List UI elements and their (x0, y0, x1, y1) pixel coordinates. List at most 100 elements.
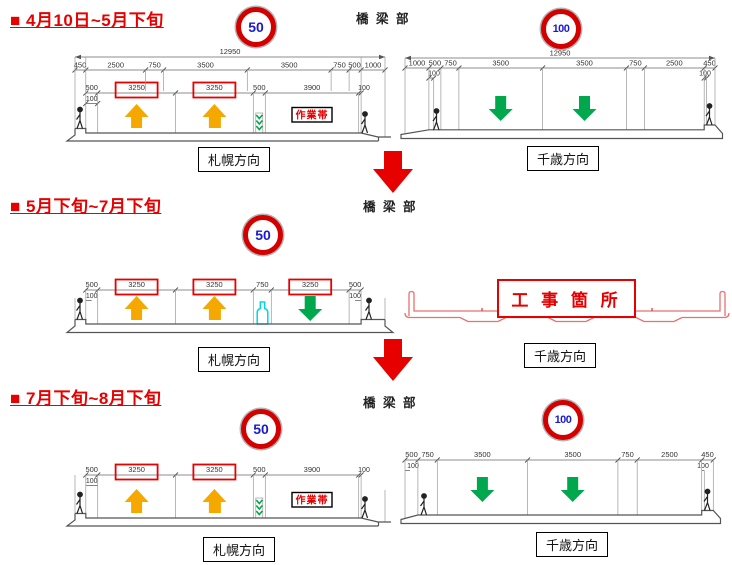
dim-label: 500 (253, 83, 266, 92)
worker-icon (361, 111, 369, 134)
dim-label: 2500 (666, 59, 683, 68)
dim-label: 1000 (365, 61, 382, 70)
speed-value: 50 (248, 19, 264, 35)
dim-label: 450 (703, 59, 716, 68)
dim-label: 750 (621, 450, 634, 459)
dimension-lines: 12950 1000 500 750 3500 3500 750 2500 45… (402, 49, 718, 133)
dim-label: 500 (85, 83, 98, 92)
dim-label: 100 (428, 71, 440, 78)
dim-label: 3250 (302, 280, 319, 289)
dim-label: 500 (85, 280, 98, 289)
lane-arrow-up (202, 489, 227, 513)
dim-label: 100 (86, 293, 98, 300)
dim-label: 500 (429, 59, 442, 68)
lane-edge-chevron-marker (255, 112, 264, 134)
dim-label: 3500 (197, 61, 214, 70)
dim-label: 3250 (206, 465, 223, 474)
dim-label: 100 (358, 467, 370, 474)
phase2-bridge-section-label: 橋 梁 部 (363, 200, 418, 214)
direction-label-chitose: 千歳方向 (536, 532, 609, 557)
worker-icon (365, 297, 373, 320)
lane-width-highlight-box (114, 278, 159, 296)
work-band-label: 作業帯 (291, 106, 333, 123)
speed-value: 100 (552, 23, 570, 35)
dim-label: 750 (256, 280, 269, 289)
lane-width-highlight-box (192, 463, 237, 481)
speed-limit-100-sign-phase1: 100 (541, 9, 581, 49)
dim-label: 3500 (564, 450, 581, 459)
dim-label: 3250 (206, 83, 223, 92)
dim-label: 750 (629, 59, 642, 68)
dimension-lines: 12950 450 2500 750 3500 3500 750 500 100… (72, 47, 388, 137)
deck-outline (65, 127, 391, 142)
speed-value: 100 (554, 414, 572, 426)
dim-label: 500 (253, 465, 266, 474)
dim-label: 500 (349, 280, 362, 289)
lane-width-highlight-box (288, 278, 333, 296)
phase3-chitose-cross-section: 500 750 3500 3500 750 2500 450 100 100 (400, 450, 722, 525)
dim-label: 3250 (128, 83, 145, 92)
worker-icon (432, 108, 440, 131)
dim-label: 3900 (304, 465, 321, 474)
dim-label: 100 (697, 463, 709, 470)
speed-value: 50 (253, 421, 269, 437)
dim-label: 750 (421, 450, 434, 459)
dim-label: 2500 (661, 450, 678, 459)
dimension-lines: 500 3250 3250 750 3250 500 100 100 (74, 278, 386, 324)
transition-arrow-1 (373, 151, 413, 193)
speed-value: 50 (255, 227, 271, 243)
worker-icon (361, 496, 369, 519)
worker-icon (703, 488, 711, 511)
speed-limit-100-sign-phase3: 100 (543, 400, 583, 440)
speed-limit-50-sign-phase3: 50 (241, 409, 281, 449)
dim-label: 100 (358, 85, 370, 92)
phase3-bridge-section-label: 橋 梁 部 (363, 396, 418, 410)
dim-label: 3500 (281, 61, 298, 70)
dim-label: 750 (333, 61, 346, 70)
speed-limit-50-sign-phase1: 50 (236, 7, 276, 47)
phase1-chitose-cross-section: 12950 1000 500 750 3500 3500 750 2500 45… (400, 49, 724, 140)
deck-outline (400, 124, 724, 140)
phase2-sapporo-cross-section: 500 3250 3250 750 3250 500 100 100 (65, 278, 395, 334)
deck-outline (65, 512, 391, 527)
lane-width-highlight-box (114, 81, 159, 99)
dim-label: 100 (86, 96, 98, 103)
direction-label-sapporo: 札幌方向 (198, 347, 271, 372)
direction-label-chitose: 千歳方向 (527, 146, 600, 171)
dim-label: 750 (148, 61, 161, 70)
phase3-sapporo-cross-section: 500 3250 3250 500 3900 100 100 作業帯 (65, 463, 391, 527)
dim-label: 500 (405, 450, 418, 459)
lane-arrow-down (488, 96, 513, 121)
dim-label: 500 (85, 465, 98, 474)
lane-arrow-up (202, 296, 227, 320)
dim-label: 100 (407, 463, 419, 470)
transition-arrow-2 (373, 339, 413, 381)
worker-icon (76, 106, 84, 129)
lane-arrow-down (572, 96, 597, 121)
dim-label: 12950 (550, 49, 571, 58)
dim-label: 3250 (128, 280, 145, 289)
lane-width-highlight-box (192, 278, 237, 296)
lane-width-highlight-box (114, 463, 159, 481)
dim-label: 100 (349, 293, 361, 300)
lane-arrow-down (560, 477, 585, 502)
lane-arrow-up (124, 489, 149, 513)
dim-label: 3500 (474, 450, 491, 459)
phase1-sapporo-cross-section: 12950 450 2500 750 3500 3500 750 500 100… (65, 47, 391, 142)
phase3-title: ■ 7月下旬~8月下旬 (10, 389, 162, 408)
construction-site-label: 工 事 箇 所 (497, 279, 636, 318)
svg-text:作業帯: 作業帯 (296, 494, 329, 507)
dim-label: 100 (86, 478, 98, 485)
dim-label: 3500 (492, 59, 509, 68)
direction-label-sapporo: 札幌方向 (198, 147, 271, 172)
dim-label: 750 (444, 59, 457, 68)
dim-label: 3250 (206, 280, 223, 289)
phase1-bridge-section-label: 橋 梁 部 (356, 12, 411, 26)
deck-outline (400, 509, 722, 525)
worker-icon (76, 297, 84, 320)
dim-label: 3500 (576, 59, 593, 68)
dim-label: 450 (701, 450, 714, 459)
dim-label: 1000 (409, 59, 426, 68)
lane-arrow-up (202, 104, 227, 128)
